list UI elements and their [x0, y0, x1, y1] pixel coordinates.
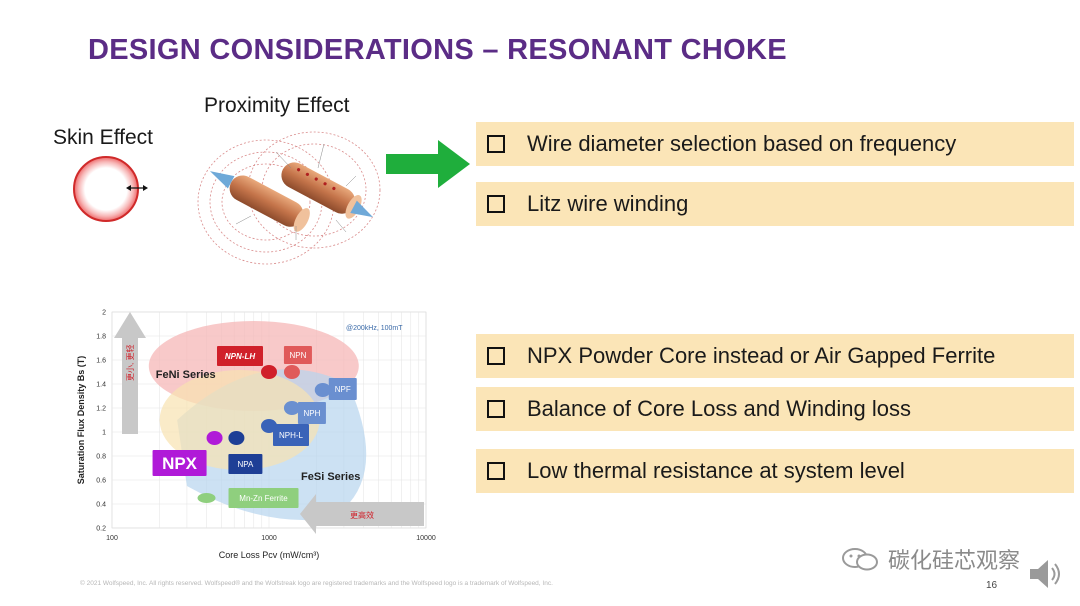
point-label-box — [273, 424, 309, 446]
point-label-box — [152, 450, 207, 476]
x-tick-label: 1000 — [261, 535, 277, 542]
copyright-footer: © 2021 Wolfspeed, Inc. All rights reserv… — [80, 580, 553, 587]
y-tick-label: 1 — [102, 430, 106, 437]
data-point — [206, 431, 223, 445]
bullet-litz-wire: Litz wire winding — [476, 182, 1074, 226]
point-label: NPN-LH — [225, 352, 255, 361]
y-tick-label: 0.2 — [96, 526, 106, 533]
data-point — [261, 365, 277, 379]
point-label-box — [328, 378, 357, 400]
proximity-effect-label: Proximity Effect — [204, 94, 350, 117]
bullet-text: Low thermal resistance at system level — [527, 458, 905, 483]
y-tick-label: 1.4 — [96, 382, 106, 389]
chart-annotation: @200kHz, 100mT — [346, 325, 403, 332]
bullet-wire-diameter: Wire diameter selection based on frequen… — [476, 122, 1074, 166]
data-point — [228, 431, 245, 445]
right-arrow-icon — [386, 140, 470, 188]
bullet-text: Litz wire winding — [527, 191, 689, 216]
point-label: NPF — [335, 385, 351, 394]
x-tick-label: 10000 — [416, 535, 436, 542]
y-tick-label: 1.6 — [96, 358, 106, 365]
data-point — [314, 383, 331, 397]
y-tick-label: 1.8 — [96, 334, 106, 341]
y-tick-label: 1.2 — [96, 406, 106, 413]
bullet-text: Wire diameter selection based on frequen… — [527, 131, 957, 156]
speaker-icon[interactable] — [1024, 556, 1064, 592]
point-label: NPH-L — [279, 431, 304, 440]
bullet-text: Balance of Core Loss and Winding loss — [527, 396, 911, 421]
point-label-box — [228, 454, 263, 474]
point-label-box — [283, 346, 312, 364]
skin-depth-arrow-icon — [126, 185, 148, 191]
left-arrow-icon — [300, 494, 424, 534]
checkbox-icon — [487, 400, 505, 418]
watermark-text: 碳化硅芯观察 — [888, 548, 1021, 573]
bullet-text: NPX Powder Core instead or Air Gapped Fe… — [527, 343, 996, 368]
y-tick-label: 0.4 — [96, 502, 106, 509]
checkbox-icon — [487, 135, 505, 153]
data-point — [283, 401, 300, 415]
arrow-label-efficient: 更高效 — [350, 510, 374, 520]
checkbox-icon — [487, 462, 505, 480]
point-label-box — [228, 488, 299, 508]
point-label-box — [217, 346, 263, 366]
up-arrow-icon — [114, 312, 146, 434]
bullet-npx-core: NPX Powder Core instead or Air Gapped Fe… — [476, 334, 1074, 378]
wechat-watermark: 碳化硅芯观察 — [840, 543, 1020, 575]
data-point — [283, 365, 300, 379]
slide-title: DESIGN CONSIDERATIONS – RESONANT CHOKE — [88, 34, 787, 66]
point-label: NPX — [162, 454, 198, 473]
skin-effect-label: Skin Effect — [53, 126, 153, 149]
point-label-box — [297, 402, 326, 424]
checkbox-icon — [487, 347, 505, 365]
point-label: Mn-Zn Ferrite — [239, 494, 288, 503]
point-label: NPA — [237, 460, 254, 469]
y-tick-label: 2 — [102, 310, 106, 317]
wechat-icon — [842, 548, 878, 571]
region-label-feni: FeNi Series — [156, 369, 216, 381]
point-label: NPH — [303, 409, 320, 418]
arrow-label-smaller: 更小, 更轻 — [125, 345, 135, 381]
y-axis-label: Saturation Flux Density Bs (T) — [76, 356, 86, 485]
checkbox-icon — [487, 195, 505, 213]
page-number: 16 — [986, 580, 998, 591]
bullet-thermal: Low thermal resistance at system level — [476, 449, 1074, 493]
data-point — [197, 493, 216, 503]
x-tick-label: 100 — [106, 535, 118, 542]
y-tick-label: 0.8 — [96, 454, 106, 461]
y-tick-label: 0.6 — [96, 478, 106, 485]
proximity-effect-diagram — [197, 131, 381, 265]
point-label: NPN — [289, 351, 306, 360]
region-label-fesi: FeSi Series — [301, 471, 360, 483]
bullet-loss-balance: Balance of Core Loss and Winding loss — [476, 387, 1074, 431]
x-axis-label: Core Loss Pcv (mW/cm³) — [219, 550, 320, 560]
